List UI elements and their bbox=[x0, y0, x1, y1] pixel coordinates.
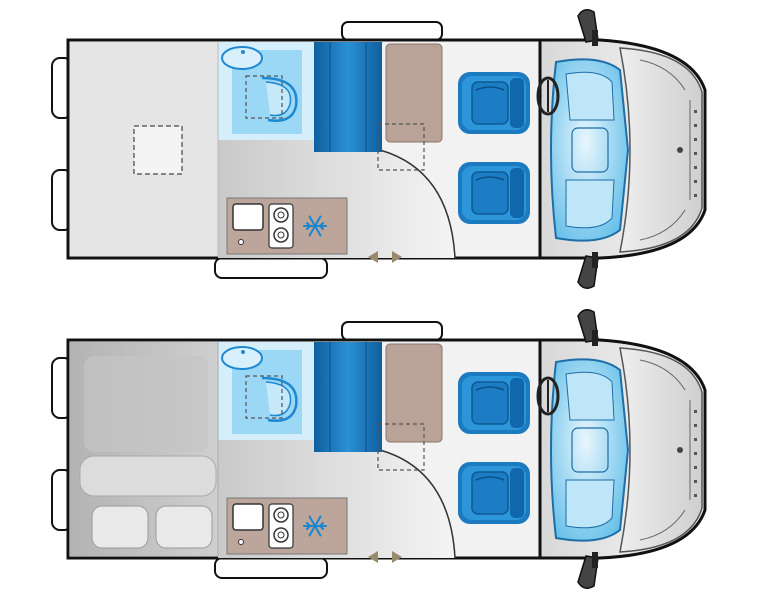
roof-hatch bbox=[133, 125, 183, 175]
floor-plan-bottom bbox=[52, 306, 705, 592]
bed-bolster bbox=[79, 455, 217, 497]
floor-plan-top bbox=[52, 6, 705, 292]
pillow bbox=[91, 505, 149, 549]
pillow bbox=[155, 505, 213, 549]
